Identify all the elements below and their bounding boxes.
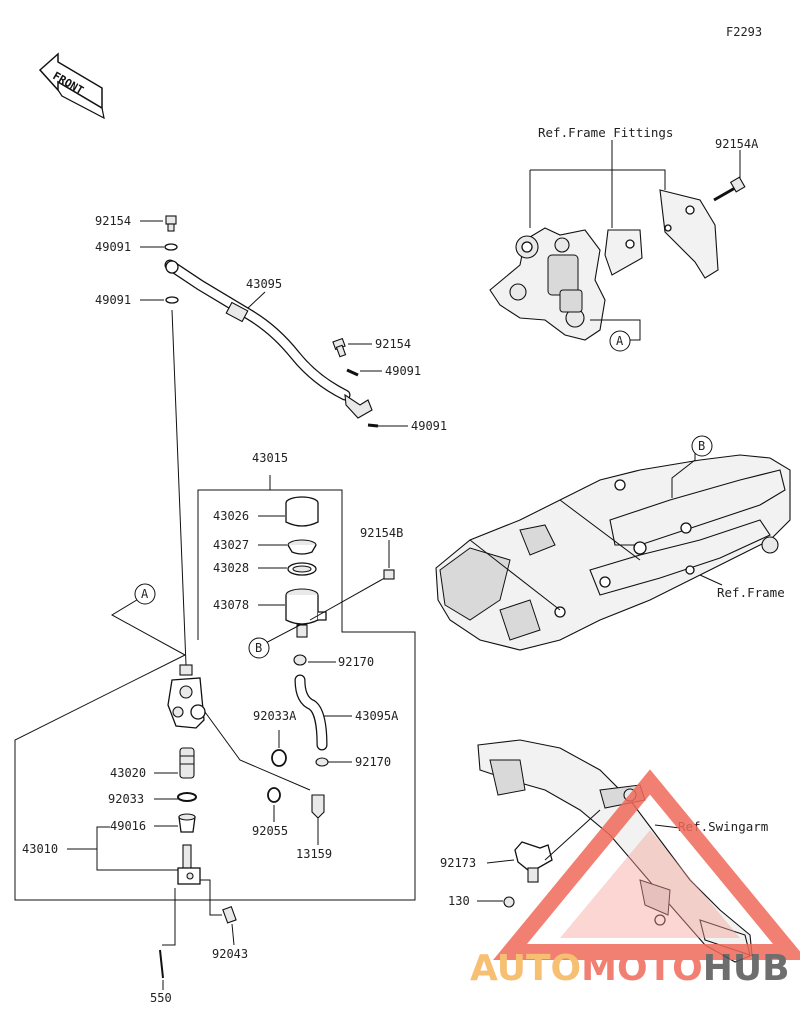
label-49091-top1: 49091 bbox=[95, 240, 131, 254]
label-92170-b: 92170 bbox=[355, 755, 391, 769]
brake-hose-43095-illustration bbox=[164, 215, 379, 428]
ref-frame-fittings: Ref.Frame Fittings bbox=[538, 125, 673, 140]
leader-line bbox=[200, 879, 222, 916]
label-49016: 49016 bbox=[110, 819, 146, 833]
label-92154-top: 92154 bbox=[95, 214, 131, 228]
leader-line bbox=[162, 888, 176, 946]
label-43020: 43020 bbox=[110, 766, 146, 780]
logo-text-moto: MOTO bbox=[581, 948, 703, 989]
leader-line bbox=[544, 809, 601, 861]
label-43028: 43028 bbox=[213, 561, 249, 575]
label-49091-mid1: 49091 bbox=[385, 364, 421, 378]
label-43095A: 43095A bbox=[355, 709, 399, 723]
ref-b-upper: B bbox=[698, 439, 705, 453]
ref-a-upper: A bbox=[616, 334, 624, 348]
bracket-line bbox=[197, 475, 271, 640]
ref-circle-a-lower bbox=[134, 583, 156, 605]
label-92170-a: 92170 bbox=[338, 655, 374, 669]
label-43078: 43078 bbox=[213, 598, 249, 612]
assembly-axis-line bbox=[171, 309, 187, 666]
label-49091-top2: 49091 bbox=[95, 293, 131, 307]
reservoir-parts-illustration bbox=[267, 496, 395, 819]
label-13159: 13159 bbox=[296, 847, 332, 861]
label-550: 550 bbox=[150, 991, 172, 1005]
label-92033: 92033 bbox=[108, 792, 144, 806]
ref-a-lower: A bbox=[141, 587, 149, 601]
label-92154A: 92154A bbox=[715, 137, 759, 151]
logo-text-auto: AUTO bbox=[470, 948, 581, 989]
label-43015: 43015 bbox=[252, 451, 288, 465]
label-130: 130 bbox=[448, 894, 470, 908]
label-92033A: 92033A bbox=[253, 709, 297, 723]
label-92154B: 92154B bbox=[360, 526, 403, 540]
label-43026: 43026 bbox=[213, 509, 249, 523]
ref-circle-b-upper bbox=[691, 435, 713, 457]
frame-illustration bbox=[435, 454, 791, 651]
master-cylinder-illustration bbox=[159, 664, 311, 979]
ref-circle-a-upper bbox=[609, 330, 631, 352]
label-92043: 92043 bbox=[212, 947, 248, 961]
label-43010: 43010 bbox=[22, 842, 58, 856]
automotohub-logo: AUTOMOTOHUB bbox=[470, 769, 800, 989]
leader-line bbox=[96, 849, 178, 871]
label-92173: 92173 bbox=[440, 856, 476, 870]
ref-circle-b-lower bbox=[248, 637, 270, 659]
leader-line bbox=[247, 291, 266, 309]
bracket-line bbox=[110, 594, 186, 656]
label-43095: 43095 bbox=[246, 277, 282, 291]
leader-line bbox=[231, 923, 235, 946]
bolt-92154A-icon bbox=[713, 176, 746, 202]
leader-line bbox=[486, 859, 515, 864]
leader-line bbox=[590, 319, 641, 341]
bracket-line bbox=[210, 489, 416, 901]
leader-line bbox=[530, 169, 666, 190]
svg-text:AUTOMOTOHUB: AUTOMOTOHUB bbox=[470, 948, 790, 989]
leader-line bbox=[67, 826, 110, 850]
front-arrow-icon: FRONT bbox=[38, 52, 105, 120]
leader-line bbox=[699, 574, 723, 586]
label-49091-mid2: 49091 bbox=[411, 419, 447, 433]
ref-swingarm: Ref.Swingarm bbox=[678, 819, 768, 834]
label-43027: 43027 bbox=[213, 538, 249, 552]
logo-text-hub: HUB bbox=[703, 948, 790, 989]
leader-line bbox=[671, 450, 696, 498]
figure-code: F2293 bbox=[726, 25, 762, 39]
label-92154-mid: 92154 bbox=[375, 337, 411, 351]
bracket-line bbox=[14, 654, 210, 901]
frame-fittings-illustration bbox=[489, 176, 746, 341]
ref-frame: Ref.Frame bbox=[717, 585, 785, 600]
ref-b-lower: B bbox=[255, 641, 262, 655]
label-92055: 92055 bbox=[252, 824, 288, 838]
leader-line bbox=[654, 824, 681, 829]
